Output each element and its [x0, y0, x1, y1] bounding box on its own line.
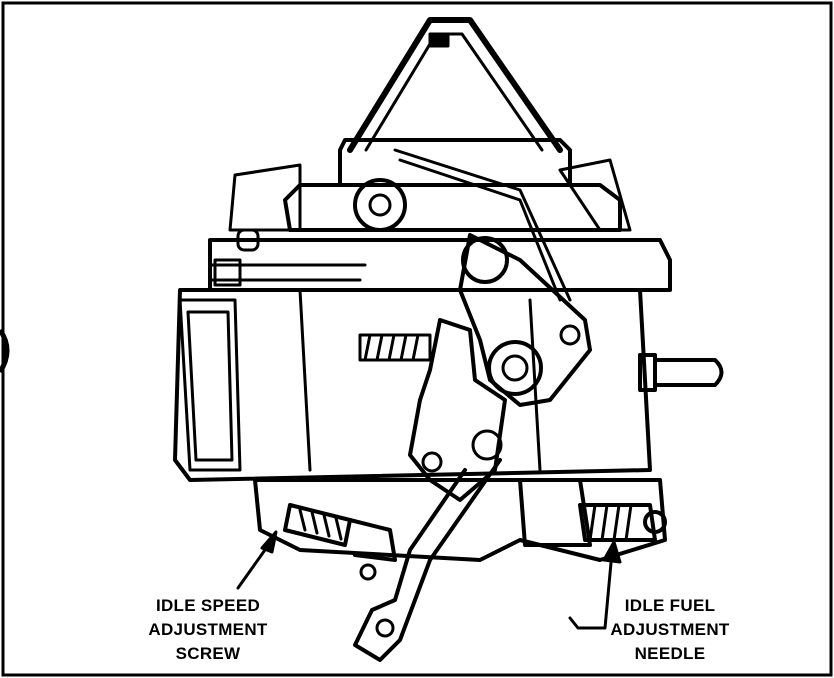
- idle-fuel-label: IDLE FUEL ADJUSTMENT NEEDLE: [570, 594, 770, 666]
- idle-fuel-needle: [578, 503, 667, 542]
- idle-fuel-label-line3: NEEDLE: [634, 644, 706, 663]
- idle-speed-label-line1: IDLE SPEED: [155, 596, 261, 615]
- leader-right: [568, 540, 622, 630]
- choke-linkage: [353, 148, 592, 407]
- air-horn-bail: [347, 17, 563, 153]
- leader-left: [236, 530, 278, 590]
- fuel-inlet-fitting: [638, 353, 724, 392]
- idle-fuel-label-line2: ADJUSTMENT: [610, 620, 730, 639]
- idle-speed-label-line2: ADJUSTMENT: [148, 620, 268, 639]
- idle-fuel-label-line1: IDLE FUEL: [624, 596, 716, 615]
- idle-speed-screw: [283, 503, 397, 581]
- top-cover: [228, 138, 632, 232]
- idle-speed-label: IDLE SPEED ADJUSTMENT SCREW: [108, 594, 308, 666]
- throttle-lever: [353, 318, 507, 662]
- idle-speed-label-line3: SCREW: [175, 644, 241, 663]
- adjusting-spring: [358, 333, 432, 362]
- mounting-post: [213, 228, 260, 287]
- edge-fragment: [0, 328, 10, 374]
